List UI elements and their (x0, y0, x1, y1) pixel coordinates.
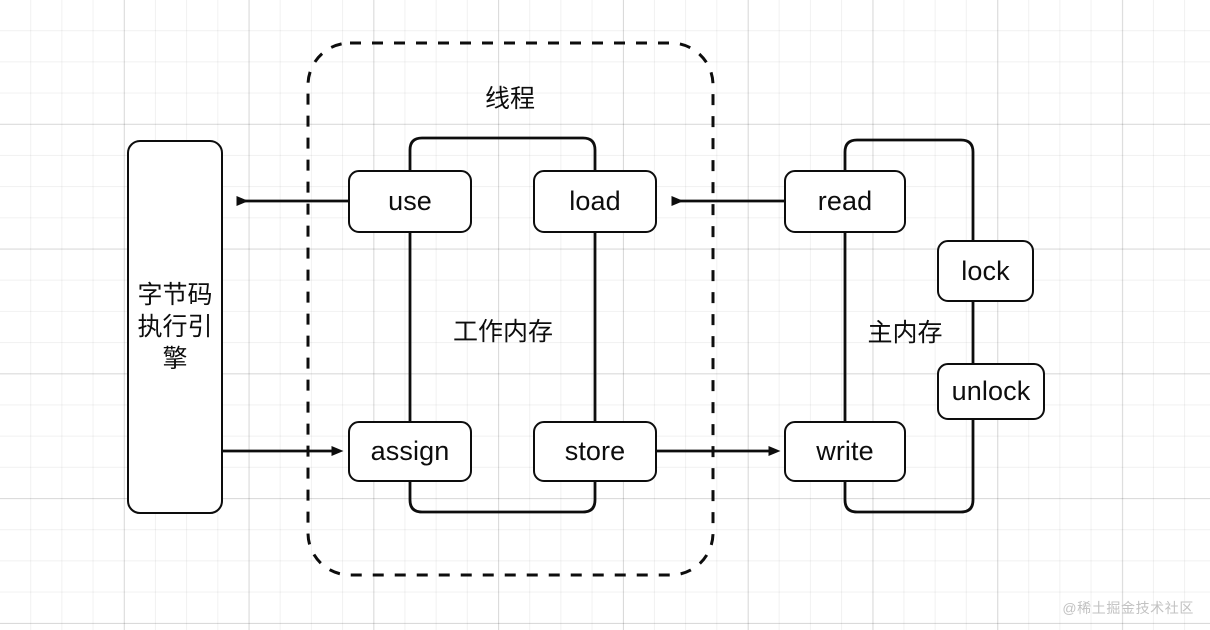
node-unlock[interactable]: unlock (937, 363, 1045, 420)
edge-write-unlock (843, 420, 975, 514)
watermark: @稀土掘金技术社区 (1062, 600, 1194, 616)
node-store[interactable]: store (533, 421, 657, 482)
edge-read-lock (843, 138, 975, 240)
node-assign-label: assign (370, 436, 450, 467)
node-write-label: write (816, 436, 874, 467)
node-load-label: load (569, 186, 621, 217)
thread-region-boundary (306, 41, 715, 577)
working-memory-label: 工作内存 (452, 318, 553, 346)
main-memory-label: 主内存 (867, 319, 943, 347)
edge-assign-store (408, 482, 597, 514)
node-use-label: use (388, 186, 432, 217)
node-use[interactable]: use (348, 170, 472, 233)
edge-use-load (408, 136, 597, 170)
node-assign[interactable]: assign (348, 421, 472, 482)
node-write[interactable]: write (784, 421, 906, 482)
thread-region-label: 线程 (484, 85, 535, 113)
node-store-label: store (564, 436, 626, 467)
node-bytecode-engine-label: 字节码 执行引 擎 (137, 281, 213, 373)
node-read-label: read (817, 186, 873, 217)
node-unlock-label: unlock (951, 376, 1031, 407)
node-read[interactable]: read (784, 170, 906, 233)
node-lock[interactable]: lock (937, 240, 1034, 302)
node-load[interactable]: load (533, 170, 657, 233)
node-bytecode-engine[interactable]: 字节码 执行引 擎 (127, 140, 223, 514)
node-lock-label: lock (961, 255, 1010, 286)
